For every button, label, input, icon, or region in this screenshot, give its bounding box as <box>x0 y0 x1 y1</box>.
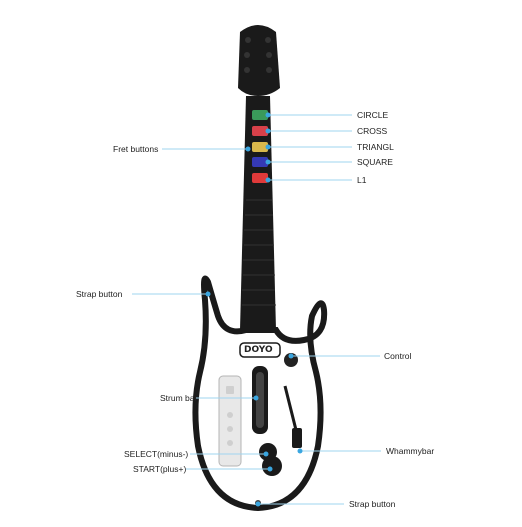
callout-lines <box>132 114 381 505</box>
guitar-neck <box>240 96 276 330</box>
fret-button-blue[interactable] <box>252 157 268 167</box>
label-strap-button-left: Strap button <box>76 289 123 299</box>
fret-button-green[interactable] <box>252 110 268 120</box>
label-strum-bar: Strum bar <box>160 393 198 403</box>
callout-dots <box>205 112 303 507</box>
remote-buttons <box>226 386 234 394</box>
start-button[interactable] <box>262 456 282 476</box>
label-strap-button-bottom: Strap button <box>349 499 396 509</box>
label-triangle: TRIANGL <box>357 142 394 152</box>
label-l1: L1 <box>357 175 367 185</box>
whammy-bar[interactable] <box>283 385 298 431</box>
label-circle: CIRCLE <box>357 110 389 120</box>
label-whammy-bar: Whammybar <box>386 446 435 456</box>
label-start: START(plus+) <box>133 464 187 474</box>
fret-button-red[interactable] <box>252 126 268 136</box>
label-select: SELECT(minus-) <box>124 449 189 459</box>
label-square: SQUARE <box>357 157 393 167</box>
label-fret-buttons: Fret buttons <box>113 144 159 154</box>
fret-button-red-l1[interactable] <box>252 173 268 183</box>
fret-button-yellow[interactable] <box>252 142 268 152</box>
label-cross: CROSS <box>357 126 388 136</box>
label-control: Control <box>384 351 412 361</box>
headstock <box>238 25 280 96</box>
tuning-pegs <box>244 37 272 73</box>
brand-badge <box>239 342 281 358</box>
brand-logo-text: DOYO <box>244 345 273 355</box>
fret-lines <box>242 199 276 306</box>
